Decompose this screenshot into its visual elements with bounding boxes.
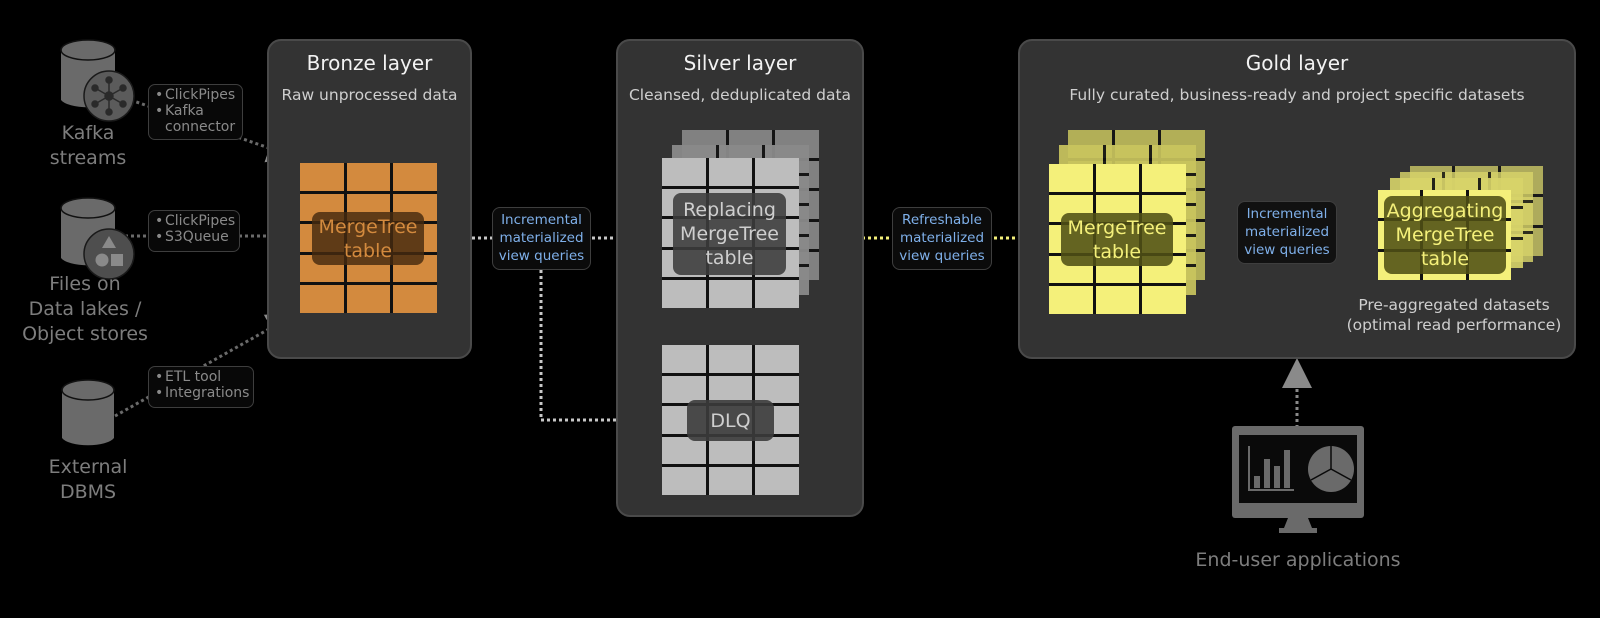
table-cell [755,375,799,404]
refreshable-mv-box: Refreshable materialized view queries [892,207,992,270]
table-cell [346,285,391,313]
source-label: External DBMS [48,456,128,503]
source-label: Kafka streams [49,122,127,169]
table-cell [662,375,706,404]
bronze-layer-title: Bronze layer [306,51,433,75]
table-cell [662,467,706,495]
gold-layer-subtitle: Fully curated, business-ready and projec… [1069,86,1525,104]
table-cell [662,280,706,308]
table-cell [1142,164,1186,192]
table-cell [708,345,753,373]
gold-footnote: Pre-aggregated datasets (optimal read pe… [1346,296,1562,334]
table-cell [300,163,344,191]
gold-mergetree-table-label: MergeTree table [1061,213,1173,266]
end-user-applications-label: End-user applications [1195,549,1401,571]
bronze-layer-subtitle: Raw unprocessed data [281,86,458,104]
table-cell [708,280,753,308]
table-cell [755,158,799,186]
database-icon [61,379,115,446]
table-cell [1142,286,1186,314]
table-cell [755,436,799,465]
table-cell [1049,286,1093,314]
ingestion-tags: •ETL tool •Integrations [148,366,254,408]
table-cell [708,436,753,465]
table-cell [300,285,344,313]
table-cell [393,285,437,313]
bronze-mergetree-table-label: MergeTree table [312,212,424,265]
table-cell [662,158,706,186]
table-cell [708,158,753,186]
table-cell [393,163,437,191]
table-cell [1095,286,1140,314]
incremental-mv-box: Incremental materialized view queries [492,207,591,270]
table-cell [1095,164,1140,192]
ingestion-tags: •ClickPipes •S3Queue [148,210,240,252]
dlq-table-label: DLQ [687,400,774,441]
table-cell [708,467,753,495]
table-cell [662,345,706,373]
gold-incremental-mv-box: Incremental materialized view queries [1237,201,1337,264]
table-cell [755,280,799,308]
silver-layer-title: Silver layer [683,51,797,75]
aggregating-mergetree-table-label: Aggregating MergeTree table [1384,196,1506,274]
gold-layer-title: Gold layer [1245,51,1349,75]
table-cell [755,467,799,495]
table-cell [708,375,753,404]
database-icon [60,39,135,122]
table-cell [346,163,391,191]
monitor-dashboard-icon [1232,426,1364,533]
database-icon [60,197,135,280]
ingestion-tags: •ClickPipes •Kafka connector [148,84,243,140]
table-cell [755,345,799,373]
dbms-to-bronze-arrow [114,313,298,418]
network-hub-icon [91,76,127,116]
table-cell [662,436,706,465]
source-label: Files on Data lakes / Object stores [22,273,148,345]
silver-layer-subtitle: Cleansed, deduplicated data [628,86,852,104]
mv-to-dlq-arrow [539,258,662,435]
replacing-mergetree-table-label: Replacing MergeTree table [673,193,786,275]
shapes-icon [95,236,123,267]
table-cell [1049,164,1093,192]
